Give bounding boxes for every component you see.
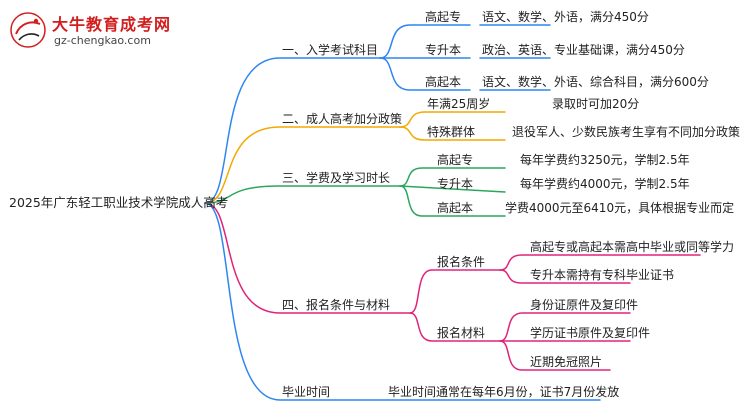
root-node: 2025年广东轻工职业技术学院成人高考 — [9, 195, 229, 210]
b1-item-2-key: 专升本 — [425, 43, 462, 57]
b4-group-2-item-1: 身份证原件及复印件 — [530, 298, 639, 312]
branch-3-connectors — [204, 167, 506, 217]
branch-2-connectors — [204, 111, 506, 204]
branch-4-label: 四、报名条件与材料 — [282, 298, 391, 312]
b4-group-1-item-2: 专升本需持有专科毕业证书 — [530, 268, 675, 282]
b2-item-2-key: 特殊群体 — [427, 125, 476, 139]
logo-url: gz-chengkao.com — [54, 34, 151, 47]
site-logo[interactable]: 大牛教育成考网 gz-chengkao.com — [8, 10, 233, 52]
b3-item-2-value: 每年学费约4000元，学制2.5年 — [520, 177, 690, 191]
b3-item-3-value: 学费4000元至6410元，具体根据专业而定 — [505, 201, 735, 215]
branch-3-label: 三、学费及学习时长 — [282, 171, 391, 185]
b1-item-1-value: 语文、数学、外语，满分450分 — [482, 10, 649, 24]
b2-item-2-value: 退役军人、少数民族考生享有不同加分政策 — [512, 125, 741, 139]
b4-group-2-item-2: 学历证书原件及复印件 — [530, 326, 651, 340]
b2-item-1-value: 录取时可加20分 — [552, 97, 640, 111]
branch-1-label: 一、入学考试科目 — [282, 43, 379, 57]
b3-item-2-key: 专升本 — [437, 177, 474, 191]
b3-item-3-key: 高起本 — [437, 201, 474, 215]
branch-4-connectors — [204, 202, 701, 371]
b1-item-1-key: 高起专 — [425, 10, 462, 24]
b2-item-1-key: 年满25周岁 — [427, 97, 491, 111]
b4-group-2-item-3: 近期免冠照片 — [530, 355, 603, 369]
branch-1-connectors — [204, 24, 551, 204]
b1-item-3-key: 高起本 — [425, 75, 462, 89]
b5-value: 毕业时间通常在每年6月份，证书7月份发放 — [388, 385, 620, 399]
b3-item-1-key: 高起专 — [437, 153, 474, 167]
b4-group-2-key: 报名材料 — [437, 326, 486, 340]
branch-5-connectors — [204, 202, 601, 401]
branch-5-label: 毕业时间 — [282, 385, 331, 399]
logo-mark-icon — [10, 12, 46, 48]
b1-item-2-value: 政治、英语、专业基础课，满分450分 — [482, 43, 685, 57]
logo-title: 大牛教育成考网 — [52, 15, 172, 34]
b3-item-1-value: 每年学费约3250元，学制2.5年 — [520, 153, 690, 167]
b1-item-3-value: 语文、数学、外语、综合科目，满分600分 — [482, 75, 709, 89]
b4-group-1-key: 报名条件 — [437, 255, 486, 269]
branch-2-label: 二、成人高考加分政策 — [282, 112, 403, 126]
b4-group-1-item-1: 高起专或高起本需高中毕业或同等学力 — [530, 240, 735, 254]
